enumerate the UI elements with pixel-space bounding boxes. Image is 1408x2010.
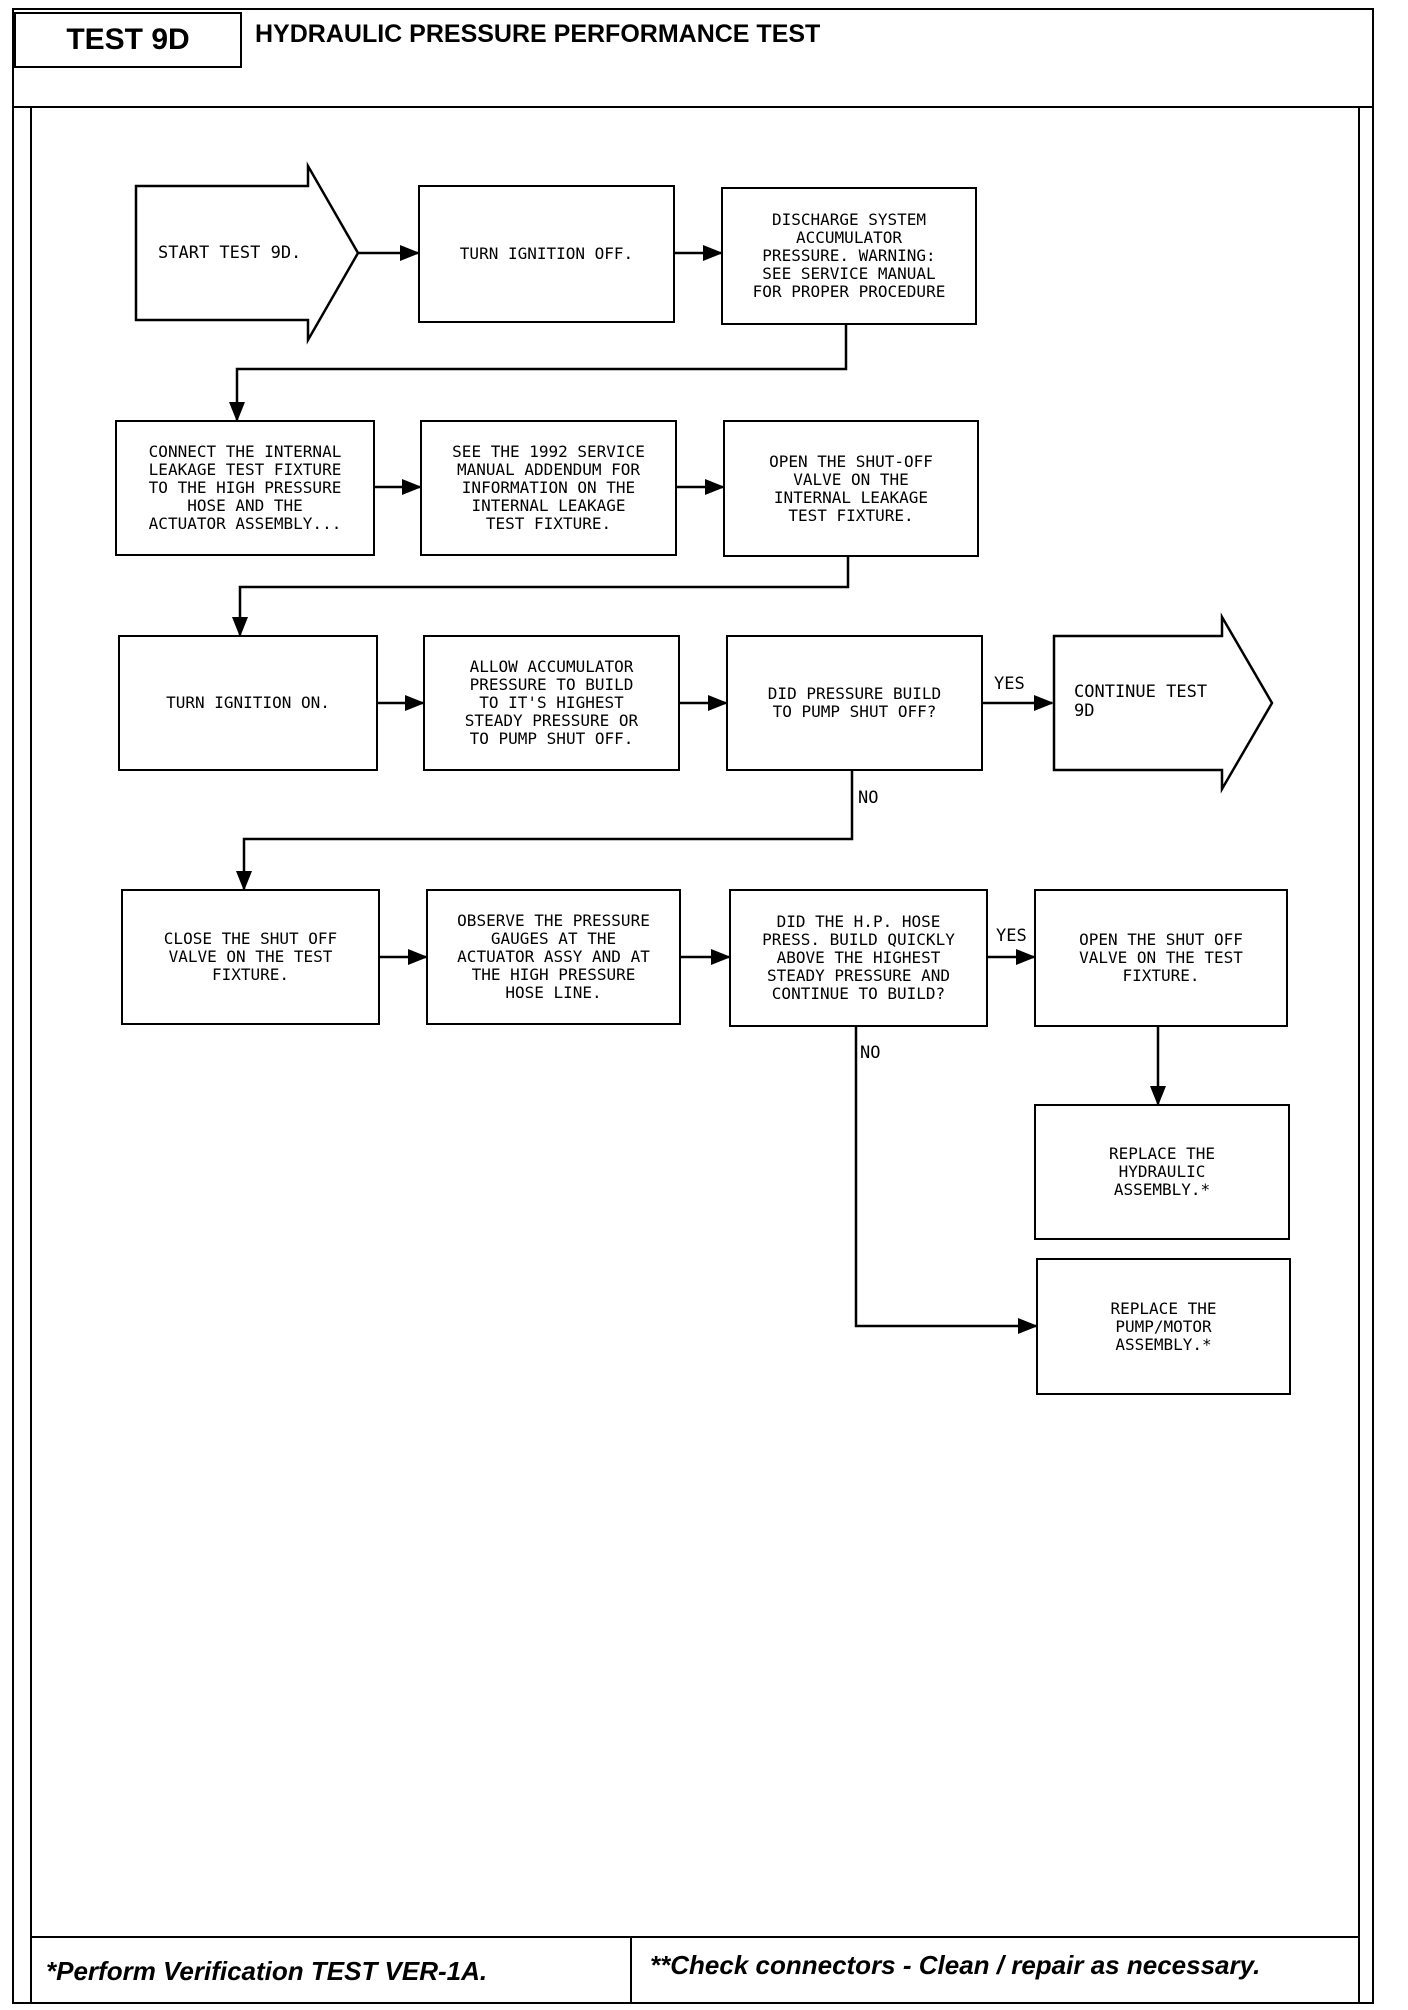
close-valve-box: CLOSE THE SHUT OFF VALVE ON THE TEST FIX… xyxy=(121,889,380,1025)
replace-hydraulic-box: REPLACE THE HYDRAULIC ASSEMBLY.* xyxy=(1034,1104,1290,1240)
start-arrow-shape xyxy=(134,161,360,345)
did-pressure-build-box: DID PRESSURE BUILD TO PUMP SHUT OFF? xyxy=(726,635,983,771)
continue-node-label: CONTINUE TEST 9D xyxy=(1074,682,1208,721)
yes-label-hp: YES xyxy=(996,926,1027,946)
test-id-box: TEST 9D xyxy=(14,12,242,68)
observe-gauges-box: OBSERVE THE PRESSURE GAUGES AT THE ACTUA… xyxy=(426,889,681,1025)
connector-did-hp-to-replace-pump xyxy=(854,1027,1038,1334)
yes-label-build: YES xyxy=(994,674,1025,694)
page-title: HYDRAULIC PRESSURE PERFORMANCE TEST xyxy=(255,20,821,48)
allow-pressure-box: ALLOW ACCUMULATOR PRESSURE TO BUILD TO I… xyxy=(423,635,680,771)
see-manual-box: SEE THE 1992 SERVICE MANUAL ADDENDUM FOR… xyxy=(420,420,677,556)
connect-fixture-box: CONNECT THE INTERNAL LEAKAGE TEST FIXTUR… xyxy=(115,420,375,556)
footer-divider xyxy=(630,1936,632,2004)
ignition-off-box: TURN IGNITION OFF. xyxy=(418,185,675,323)
open-shut-off-box: OPEN THE SHUT OFF VALVE ON THE TEST FIXT… xyxy=(1034,889,1288,1027)
connector-discharge-to-connect xyxy=(229,325,848,422)
did-hp-hose-build-box: DID THE H.P. HOSE PRESS. BUILD QUICKLY A… xyxy=(729,889,988,1027)
ignition-on-box: TURN IGNITION ON. xyxy=(118,635,378,771)
open-valve-box: OPEN THE SHUT-OFF VALVE ON THE INTERNAL … xyxy=(723,420,979,557)
connector-open-to-ignition-on xyxy=(232,557,850,637)
footer-bar xyxy=(30,1936,1360,2004)
no-label-hp: NO xyxy=(860,1043,881,1063)
discharge-pressure-box: DISCHARGE SYSTEM ACCUMULATOR PRESSURE. W… xyxy=(721,187,977,325)
start-node-label: START TEST 9D. xyxy=(158,242,302,263)
footnote-verification: *Perform Verification TEST VER-1A. xyxy=(46,1956,488,1986)
continue-arrow-shape xyxy=(1052,612,1274,794)
footnote-connectors: **Check connectors - Clean / repair as n… xyxy=(650,1950,1261,1980)
connector-did-build-to-close xyxy=(236,771,854,891)
replace-pump-motor-box: REPLACE THE PUMP/MOTOR ASSEMBLY.* xyxy=(1036,1258,1291,1395)
no-label-build: NO xyxy=(858,788,879,808)
